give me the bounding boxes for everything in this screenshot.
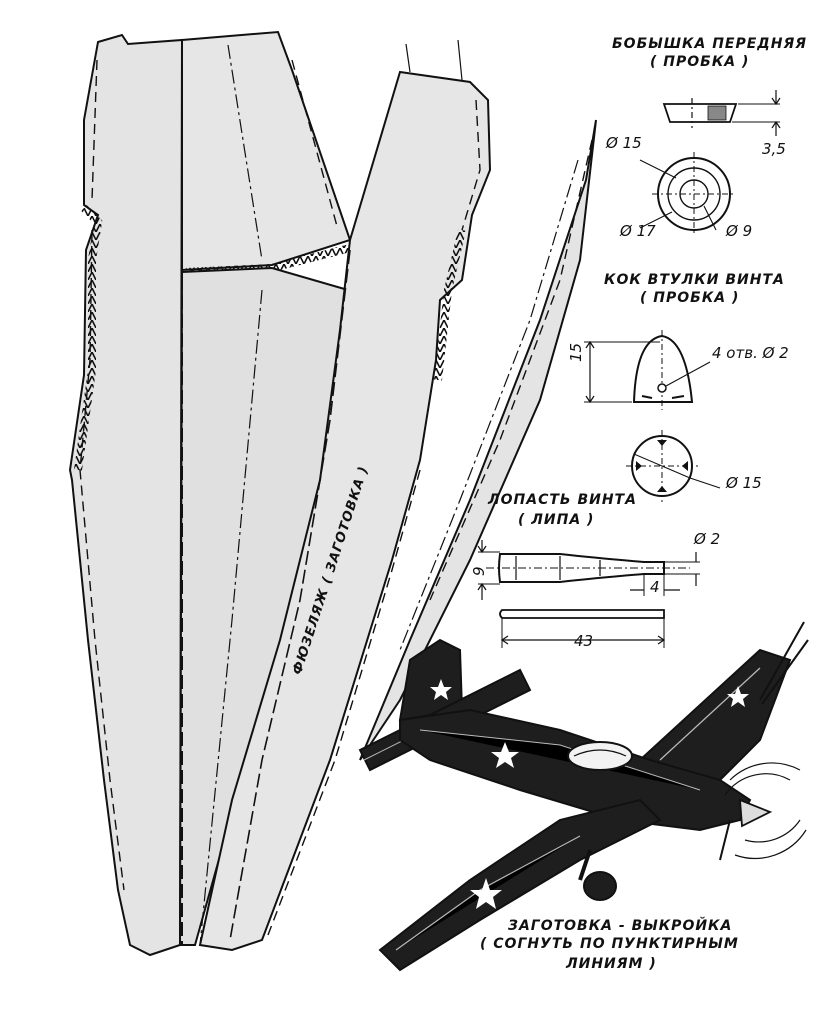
spinner-side-view: [584, 330, 711, 410]
front-boss-dim-d15: Ø 15: [606, 134, 642, 152]
spinner-front-view: [626, 430, 721, 502]
spinner-material: ( ПРОБКА ): [640, 290, 740, 306]
fuselage-right-panel: [198, 39, 492, 952]
blade-dim-d2: Ø 2: [694, 530, 721, 548]
caption-line-3: ЛИНИЯМ ): [566, 956, 657, 972]
fuselage-left-panel: [68, 33, 184, 957]
fuselage-fin-strip: [359, 119, 597, 761]
airplane-illustration: [358, 621, 809, 972]
front-boss-dim-thickness: 3,5: [762, 140, 786, 158]
spinner-dim-height: 15: [567, 342, 585, 362]
spinner-dim-holes: 4 отв. Ø 2: [712, 344, 789, 362]
blade-dim-width: 9: [470, 566, 488, 576]
caption-line-1: ЗАГОТОВКА - ВЫКРОЙКА: [508, 918, 733, 934]
front-boss-material: ( ПРОБКА ): [650, 54, 750, 70]
blade-dim-tip: 4: [650, 578, 660, 596]
spinner-dim-d15: Ø 15: [726, 474, 762, 492]
caption-line-2: ( СОГНУТЬ ПО ПУНКТИРНЫМ: [480, 936, 739, 952]
blade-views: [477, 540, 700, 648]
fuselage-top-panel: [181, 30, 352, 276]
front-boss-front-view: [639, 152, 736, 236]
front-boss-dim-d9: Ø 9: [726, 222, 753, 240]
front-boss-dim-d17: Ø 17: [620, 222, 656, 240]
blade-material: ( ЛИПА ): [518, 512, 595, 528]
spinner-title: КОК ВТУЛКИ ВИНТА: [604, 272, 785, 288]
front-boss-side-view: [662, 90, 781, 136]
front-boss-title: БОБЫШКА ПЕРЕДНЯЯ: [612, 36, 808, 52]
blade-title: ЛОПАСТЬ ВИНТА: [488, 492, 637, 508]
blade-dim-length: 43: [574, 632, 594, 650]
